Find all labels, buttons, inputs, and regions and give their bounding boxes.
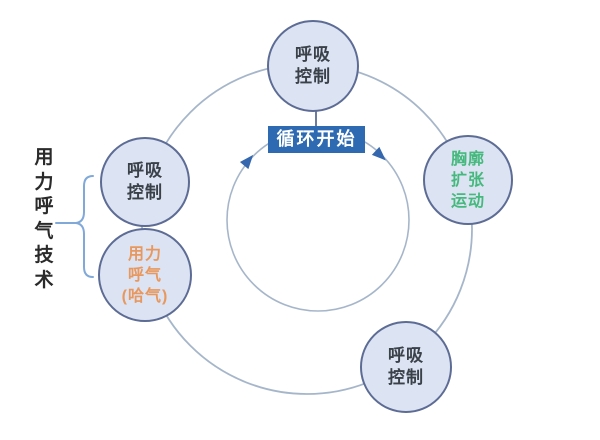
node-text-line: 用力	[127, 245, 162, 263]
node-thoracic-expansion: 胸廓 扩张 运动	[423, 135, 513, 225]
node-forced-expiration-huff: 用力 呼气 (哈气)	[98, 228, 192, 322]
side-label-char: 气	[34, 220, 54, 242]
node-text-line: 胸廓	[450, 150, 485, 168]
side-label-char: 用	[34, 147, 54, 168]
node-text-line: 呼气	[127, 266, 162, 284]
node-text-line: 控制	[127, 183, 163, 202]
node-text-line: 呼吸	[295, 45, 331, 64]
node-text-line: 控制	[295, 67, 331, 86]
node-text-line: (哈气)	[121, 287, 169, 305]
side-label-char: 术	[34, 269, 54, 291]
side-label-char: 呼	[34, 196, 54, 217]
node-text-line: 呼吸	[388, 346, 424, 365]
cycle-arrow-right-icon	[371, 146, 386, 161]
node-breathing-control-left: 呼吸 控制	[100, 137, 190, 227]
left-brace	[75, 175, 94, 278]
node-text-line: 扩张	[450, 171, 485, 189]
cycle-start-label: 循环开始	[268, 126, 365, 153]
side-label-char: 技	[34, 245, 54, 266]
node-breathing-control-bottom: 呼吸 控制	[360, 321, 452, 413]
cycle-arrow-left-icon	[239, 154, 254, 170]
side-label-forced-expiration-technique: 用 力 呼 气 技 术	[30, 146, 58, 293]
side-label-char: 力	[34, 171, 54, 193]
node-text-line: 运动	[450, 192, 485, 210]
node-text-line: 控制	[388, 368, 424, 387]
node-breathing-control-top: 呼吸 控制	[267, 20, 359, 112]
node-text-line: 呼吸	[127, 161, 163, 180]
